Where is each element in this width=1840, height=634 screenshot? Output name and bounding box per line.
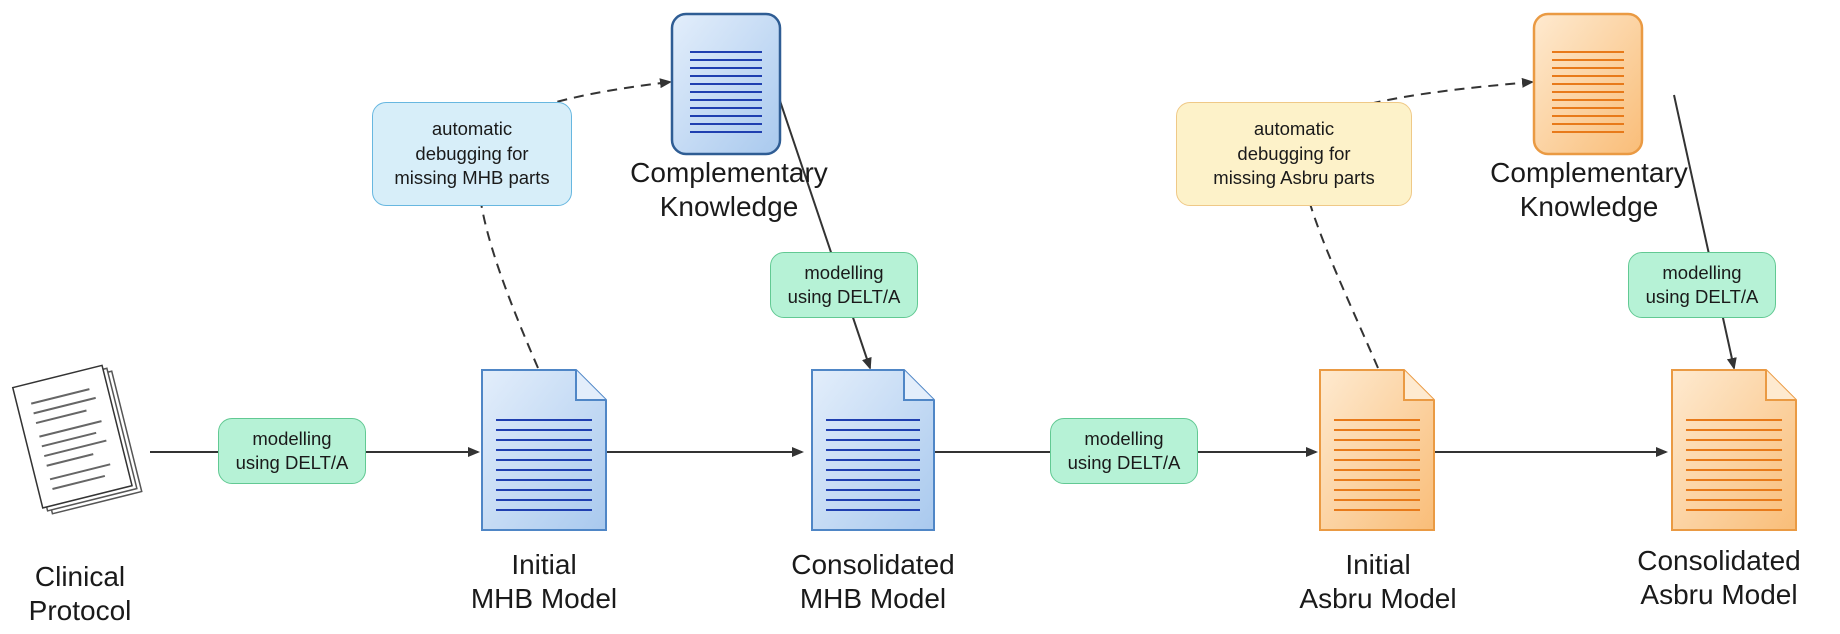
- modelling-box-line2: using DELT/A: [235, 452, 349, 473]
- modelling-box-line2: using DELT/A: [1067, 452, 1181, 473]
- label-line2: MHB Model: [799, 582, 947, 614]
- label-line1: Complementary: [1490, 157, 1688, 188]
- modelling-box-line1: modelling: [252, 427, 332, 449]
- debug-box-line1: automatic: [1253, 118, 1335, 140]
- modelling-box-1: modelling using DELT/A: [218, 418, 366, 484]
- label-line2: Knowledge: [1519, 190, 1659, 222]
- modelling-box-line1: modelling: [804, 261, 884, 283]
- label-line2: MHB Model: [470, 582, 618, 614]
- dashed-debug-path-asbru: [1298, 77, 1534, 369]
- consolidated-asbru-document-icon: [1671, 369, 1797, 531]
- label-line1: Initial: [511, 549, 577, 580]
- label-line1: Complementary: [630, 157, 828, 188]
- modelling-box-4: modelling using DELT/A: [1628, 252, 1776, 318]
- modelling-box-line1: modelling: [1662, 261, 1742, 283]
- modelling-box-2: modelling using DELT/A: [770, 252, 918, 318]
- complementary-knowledge-mhb-document-icon: [670, 12, 782, 156]
- modelling-box-line1: modelling: [1084, 427, 1164, 449]
- label-line2: Asbru Model: [1640, 578, 1798, 610]
- label-line2: Asbru Model: [1299, 582, 1457, 614]
- label-line2: Knowledge: [659, 190, 799, 222]
- debug-box-line3: missing MHB parts: [394, 167, 550, 189]
- initial-mhb-document-icon: [481, 369, 607, 531]
- modelling-box-3: modelling using DELT/A: [1050, 418, 1198, 484]
- debug-box-line2: debugging for: [1237, 142, 1351, 164]
- complementary-knowledge-asbru-document-icon: [1532, 12, 1644, 156]
- debug-box-line2: debugging for: [415, 142, 529, 164]
- clinical-protocol-document-icon: [11, 364, 143, 515]
- label-line2: Protocol: [28, 594, 132, 626]
- modelling-box-line2: using DELT/A: [787, 286, 901, 307]
- debug-box-line1: automatic: [431, 118, 513, 140]
- arrow-complementary-to-consolidated-asbru: [1673, 94, 1737, 370]
- arrow-complementary-to-consolidated-mhb: [777, 94, 872, 370]
- initial-asbru-document-icon: [1319, 369, 1435, 531]
- label-line1: Initial: [1345, 549, 1411, 580]
- label-line1: Consolidated: [791, 549, 955, 580]
- modelling-box-line2: using DELT/A: [1645, 286, 1759, 307]
- consolidated-mhb-document-icon: [811, 369, 935, 531]
- label-line1: Consolidated: [1637, 545, 1801, 576]
- label-line1: Clinical: [34, 561, 126, 592]
- debug-box-line3: missing Asbru parts: [1213, 167, 1375, 189]
